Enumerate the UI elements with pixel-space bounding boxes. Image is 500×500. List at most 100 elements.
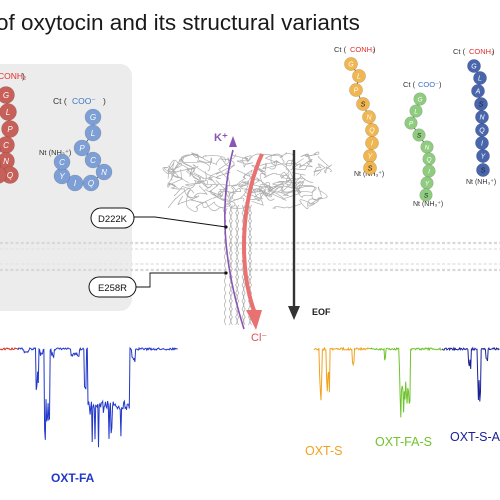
residue-letter: S: [479, 102, 484, 109]
residue-bead: [0, 86, 15, 104]
residue-letter: S: [368, 166, 373, 173]
residue-bead: [467, 59, 481, 73]
residue-bead: [409, 104, 423, 118]
residue-bead: [412, 128, 426, 142]
residue-bead: [365, 136, 379, 150]
residue-bead: [471, 84, 485, 98]
trace-label-oxt-fa-s: OXT-FA-S: [375, 435, 432, 449]
residue-letter: L: [414, 108, 418, 115]
residue-letter: G: [471, 64, 477, 71]
residue-letter: N: [3, 157, 9, 166]
residue-letter: Y: [481, 154, 487, 161]
chloride-label: Cl⁻: [251, 332, 267, 344]
potassium-label: K⁺: [214, 132, 228, 144]
residue-letter: Q: [426, 156, 431, 163]
residue-bead: [0, 146, 1, 154]
current-trace-left: [0, 346, 178, 448]
figure-title: of oxytocin and its structural variants: [0, 10, 360, 35]
residue-letter: Q: [479, 128, 485, 135]
residue-letter: L: [91, 129, 95, 138]
residue-bead: [404, 116, 418, 130]
residue-letter: G: [348, 62, 354, 69]
oxt-ct-suffix: ): [22, 71, 25, 81]
residue-letter: I: [74, 179, 77, 188]
residue-letter: S: [361, 102, 366, 109]
chloride-flow-arrow: [242, 153, 264, 330]
eof-arrow: [288, 150, 300, 320]
residue-bead: [66, 174, 84, 192]
trace-label-oxt-fa: OXT-FA: [51, 471, 95, 485]
residue-bead: [73, 139, 91, 157]
residue-letter: A: [475, 89, 481, 96]
residue-bead: [356, 97, 370, 111]
potassium-flow-arrow: [224, 136, 245, 330]
eof-label: EOF: [312, 307, 331, 317]
residue-letter: N: [479, 115, 485, 122]
oxt-s-a-ct-prefix: Ct (: [453, 47, 466, 56]
oxt-fa-ct-prefix: Ct (: [53, 96, 67, 106]
residue-bead: [419, 188, 433, 202]
residue-bead: [362, 110, 376, 124]
mutation-e258r: E258R: [88, 271, 228, 298]
residue-bead: [53, 153, 71, 171]
trace-oxt-fa-s: [369, 346, 442, 418]
trace-label-oxt-s: OXT-S: [305, 444, 343, 458]
residue-bead: [363, 161, 377, 175]
residue-letter: P: [409, 120, 414, 127]
residue-bead: [0, 160, 1, 168]
trace-oxt-fa-blue: [17, 346, 178, 448]
residue-bead: [95, 163, 113, 181]
oxt-ct-group: CONH₂: [0, 71, 26, 81]
residue-letter: S: [424, 192, 429, 199]
residue-bead: [344, 57, 358, 71]
oxt-fa-s-nt: Nt (NH₃⁺): [413, 201, 443, 208]
residue-bead: [0, 166, 7, 184]
residue-letter: L: [357, 74, 361, 81]
oxt-s-a-ct-suffix: ): [492, 47, 495, 56]
residue-letter: P: [7, 125, 13, 134]
residue-letter: Y: [425, 180, 430, 187]
oxt-fa-s-ct-group: COO⁻: [418, 80, 439, 89]
residue-bead: [0, 103, 17, 121]
oxt-s-a-ct-group: CONH₂: [469, 47, 494, 56]
residue-bead: [84, 151, 102, 169]
residue-letter: N: [101, 168, 107, 177]
current-trace-right: [313, 346, 500, 418]
mutation-e258r-label: E258R: [98, 283, 127, 294]
residue-bead: [349, 83, 363, 97]
oxt-s-ct-group: CONH₂: [350, 45, 375, 54]
trace-oxt-red: [0, 347, 19, 351]
nanopore-protein: [162, 151, 332, 326]
mutation-d222k: D222K: [90, 207, 228, 229]
residue-letter: N: [425, 144, 430, 151]
oxt-s-ct-prefix: Ct (: [334, 45, 347, 54]
oxt-fa-s-ct-prefix: Ct (: [403, 80, 416, 89]
residue-letter: Q: [7, 171, 13, 180]
residue-letter: Q: [88, 179, 94, 188]
residue-letter: C: [59, 158, 65, 167]
residue-letter: P: [354, 88, 359, 95]
residue-letter: S: [417, 132, 422, 139]
oxt-fa-nt: Nt (NH₃⁺): [39, 148, 72, 157]
residue-bead: [413, 92, 427, 106]
residue-letter: L: [6, 108, 10, 117]
residue-letter: Y: [59, 172, 65, 181]
residue-letter: N: [366, 115, 372, 122]
residue-bead: [476, 149, 490, 163]
residue-letter: L: [478, 76, 482, 83]
residue-bead: [84, 124, 102, 142]
residue-letter: S: [481, 168, 486, 175]
oxt-fa-ct-suffix: ): [103, 96, 106, 106]
residue-letter: G: [3, 91, 9, 100]
